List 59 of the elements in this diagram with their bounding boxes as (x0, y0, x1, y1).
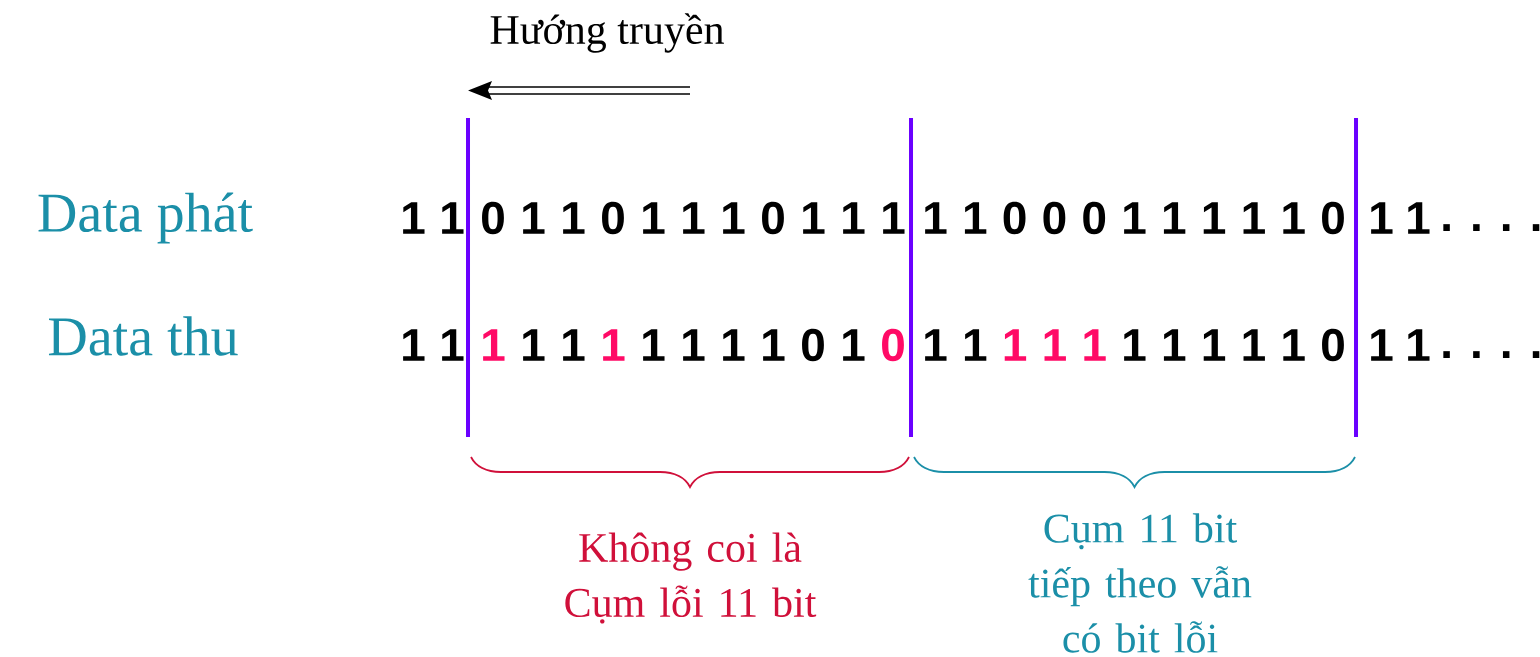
bit-digit: 1 (483, 329, 505, 361)
bit-digit: 1 (1203, 202, 1226, 234)
bit-digit: 0 (602, 201, 624, 235)
bit-digit: 1 (843, 329, 865, 361)
bit-digit: 1 (843, 202, 865, 234)
bit-digit: 0 (882, 328, 904, 362)
bit-digit: 1 (683, 202, 705, 234)
bit-digit: 1 (1283, 329, 1305, 361)
bit-digit: 1 (1124, 329, 1146, 361)
bit-digit: 0 (1322, 201, 1344, 235)
bit-digit: 1 (1163, 329, 1186, 361)
bit-digit: 1 (643, 202, 665, 234)
bit-digit: 1 (563, 202, 585, 234)
bit-digit: 1 (403, 202, 425, 234)
bit-digit: 1 (964, 329, 987, 361)
bit-digit: 1 (1163, 202, 1186, 234)
brace-caption: Không coi là Cụm lỗi 11 bit (565, 532, 817, 624)
bit-digit: 1 (1124, 202, 1146, 234)
bit-digit: 1 (1084, 329, 1106, 361)
bit-digit: 0 (1322, 328, 1344, 362)
bit-digit: 1 (1203, 329, 1226, 361)
bit-digit: 1 (523, 202, 545, 234)
bit-digit: 1 (1044, 329, 1066, 361)
bit-digit: 1 (1408, 202, 1430, 234)
bit-digit: 1 (925, 329, 947, 361)
bit-digit: 1 (803, 202, 825, 234)
bit-digit: 1 (1004, 329, 1027, 361)
bit-digit: 1 (442, 329, 464, 361)
row-label: Data thu (49, 316, 238, 356)
bit-digit: 1 (442, 202, 464, 234)
bit-digit: 1 (1371, 329, 1393, 361)
row-label: Data phát (38, 192, 253, 244)
bit-digit: 1 (523, 329, 545, 361)
bit-digit: 1 (1243, 329, 1265, 361)
bit-digit: 1 (723, 329, 745, 361)
ellipsis: . . . . (1443, 224, 1540, 231)
bit-digit: 1 (643, 329, 665, 361)
bit-digit: 0 (482, 201, 504, 235)
bit-digit: 1 (563, 329, 585, 361)
bit-digit: 0 (1043, 201, 1066, 235)
bit-digit: 0 (762, 201, 784, 235)
bit-digit: 1 (1371, 202, 1393, 234)
bit-digit: 1 (603, 329, 625, 361)
bit-digit: 1 (763, 329, 785, 361)
bit-digit: 1 (1283, 202, 1305, 234)
bit-digit: 1 (403, 329, 425, 361)
bit-digit: 1 (683, 329, 705, 361)
bit-digit: 0 (1083, 201, 1106, 235)
bit-digit: 1 (883, 202, 905, 234)
bit-digit: 0 (802, 328, 824, 362)
bit-digit: 1 (1408, 329, 1430, 361)
bit-digit: 1 (1243, 202, 1265, 234)
ellipsis: . . . . (1443, 351, 1540, 358)
bit-digit: 1 (723, 202, 745, 234)
brace-caption: Cụm 11 bit tiếp theo vẫn có bit lỗi (1028, 513, 1252, 653)
bit-digit: 1 (964, 202, 987, 234)
direction-label: Hướng truyền (490, 13, 724, 53)
bit-digit: 0 (1003, 201, 1026, 235)
bit-digit: 1 (925, 202, 947, 234)
